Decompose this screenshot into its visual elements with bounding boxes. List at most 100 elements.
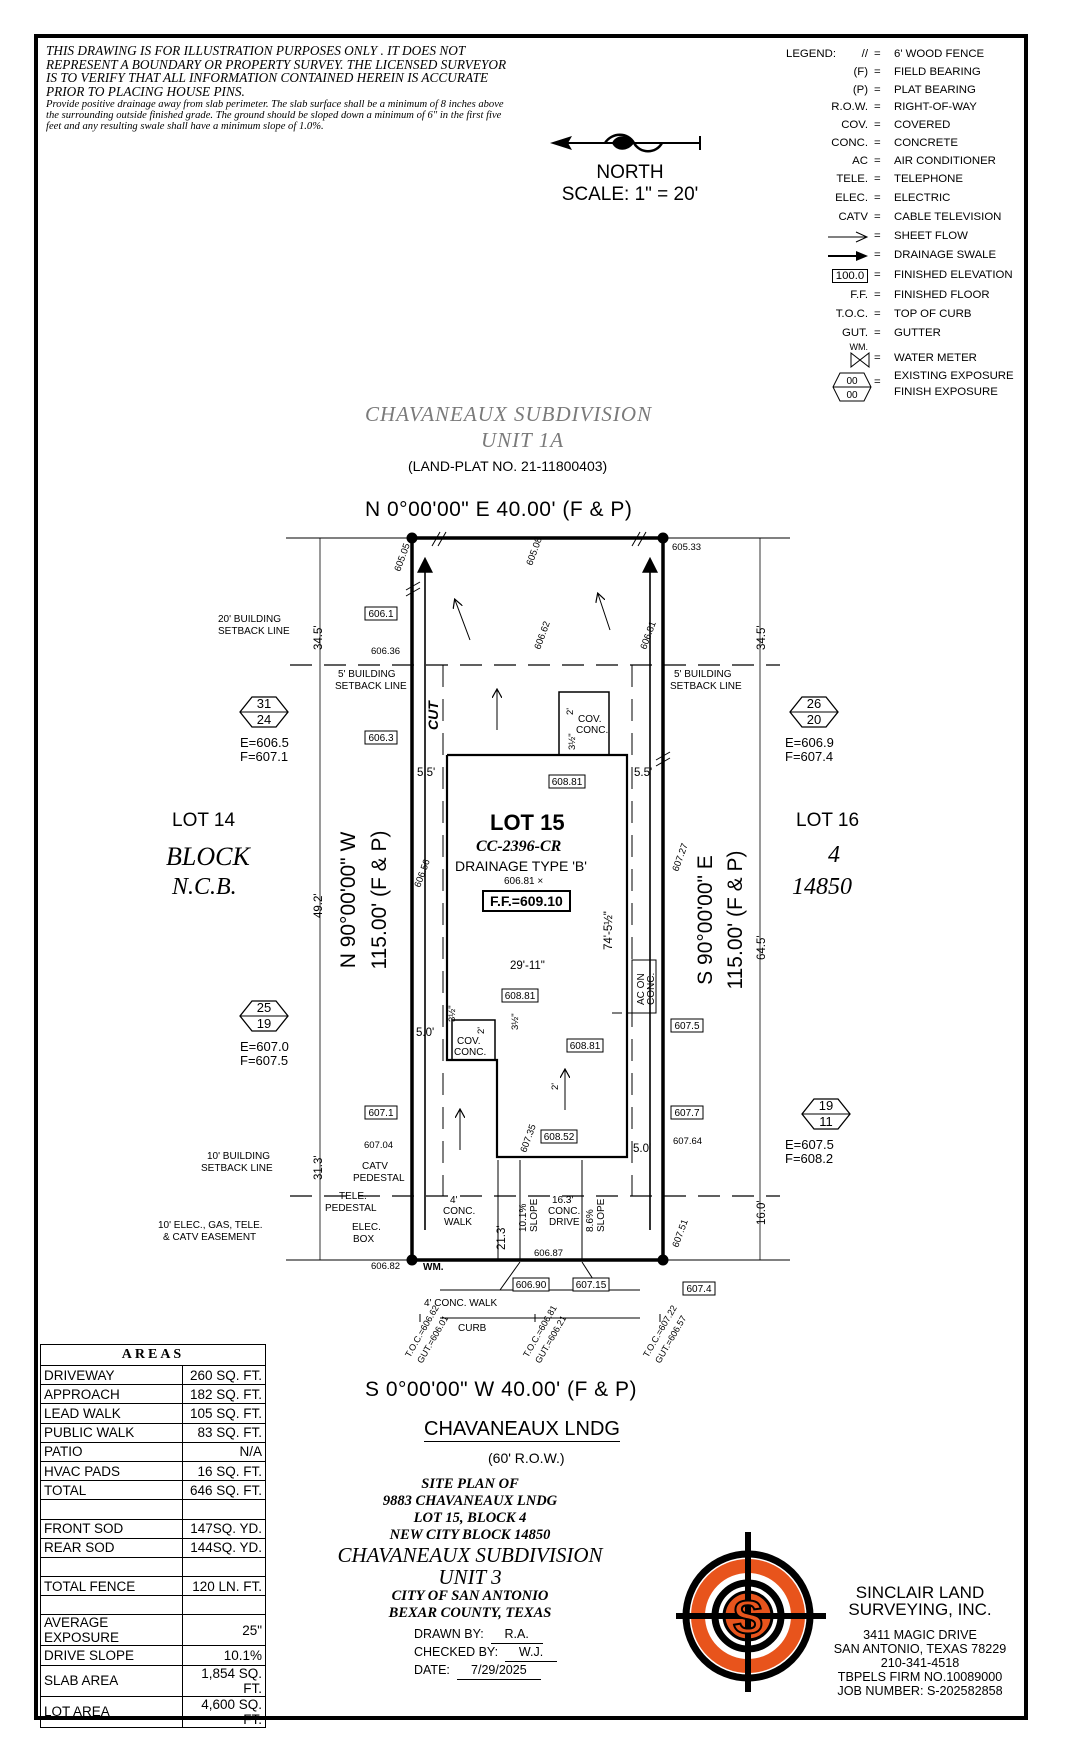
svg-text:F=608.2: F=608.2 [785, 1151, 833, 1166]
elevation-box: 606.1 [364, 606, 398, 621]
svg-text:00: 00 [846, 390, 858, 401]
ncb-number: 14850 [792, 874, 852, 900]
exposure-hexagon: 19 11 E=607.5 F=608.2 [785, 1098, 851, 1166]
legend-desc: FINISHED ELEVATION [894, 268, 1013, 281]
legend-symbol: F.F. [850, 288, 868, 301]
elevation: 607.64 [673, 1136, 702, 1147]
elevation-box: 608.81 [501, 988, 539, 1003]
title-line: BEXAR COUNTY, TEXAS [388, 1605, 552, 1621]
house-width-dim: 29'-11" [510, 960, 545, 972]
company-name: SINCLAIR LAND [855, 1583, 985, 1602]
areas-title: AREAS [40, 1344, 266, 1366]
svg-text:E=607.0: E=607.0 [240, 1039, 289, 1054]
title-line: CITY OF SAN ANTONIO [391, 1588, 549, 1604]
dimension: 49.2' [313, 893, 325, 918]
legend-title: LEGEND: [786, 48, 837, 60]
svg-text:E=606.9: E=606.9 [785, 735, 834, 750]
elevation: 607.35 [518, 1123, 538, 1154]
title-subdivision: CHAVANEAUX SUBDIVISION [337, 1543, 603, 1567]
svg-text:608.81: 608.81 [570, 1041, 601, 1052]
elevation: 605.33 [672, 542, 701, 553]
company-address: 3411 MAGIC DRIVE [863, 1628, 977, 1642]
company-name: SURVEYING, INC. [848, 1600, 992, 1619]
legend-symbol: AC [852, 154, 868, 167]
cov-conc-label: COV. [578, 714, 602, 725]
legend-symbol: ELEC. [835, 191, 868, 204]
street-row: (60' R.O.W.) [488, 1450, 565, 1466]
legend-symbol: (F) [853, 65, 868, 78]
drawing-border [34, 34, 1028, 1720]
offset-label: 2' [550, 1083, 561, 1090]
block-label: BLOCK [166, 842, 250, 871]
walk-label: WALK [444, 1217, 472, 1228]
side-setback-dim: 5.5' [634, 767, 652, 779]
setback-label: 5' BUILDING [338, 669, 396, 680]
legend: LEGEND: //=6' WOOD FENCE (F)=FIELD BEARI… [780, 48, 1020, 403]
disclaimer: THIS DRAWING IS FOR ILLUSTRATION PURPOSE… [46, 44, 516, 133]
svg-text:11: 11 [819, 1114, 833, 1129]
setback-label: 10' BUILDING [207, 1151, 270, 1162]
offset-label: 3½" [567, 733, 578, 750]
svg-text:606.1: 606.1 [368, 609, 393, 620]
easement-label: 10' ELEC., GAS, TELE. [158, 1220, 263, 1231]
legend-desc: RIGHT-OF-WAY [894, 101, 977, 114]
setback-label: SETBACK LINE [335, 681, 407, 692]
street-name: CHAVANEAUX LNDG [424, 1418, 620, 1442]
elevation: 606.56 [412, 858, 432, 889]
elevation: 606.82 [371, 1261, 400, 1272]
utility-label: PEDESTAL [353, 1173, 405, 1184]
company-address: SAN ANTONIO, TEXAS 78229 [833, 1642, 1007, 1656]
legend-symbol: GUT. [842, 326, 868, 339]
drawn-by: R.A. [490, 1626, 543, 1644]
elevation-box: 608.81 [566, 1038, 604, 1053]
north-arrow-block: NORTH SCALE: 1" = 20' [520, 130, 740, 206]
svg-text:E=607.5: E=607.5 [785, 1137, 834, 1152]
utility-label: PEDESTAL [325, 1203, 377, 1214]
walk-label: CONC. [443, 1206, 475, 1217]
elevation: 606.87 [534, 1248, 563, 1259]
lot16-label: LOT 16 [796, 810, 860, 831]
title-line: NEW CITY BLOCK 14850 [389, 1527, 551, 1543]
drive-label: 16.3' [552, 1195, 573, 1206]
elevation: 605.08 [524, 536, 544, 567]
legend-desc: AIR CONDITIONER [894, 154, 996, 167]
table-row [40, 1556, 266, 1578]
legend-desc: TELEPHONE [894, 172, 963, 185]
svg-text:F=607.1: F=607.1 [240, 749, 288, 764]
lot14-label: LOT 14 [172, 810, 236, 831]
finished-floor: F.F.=609.10 [482, 890, 571, 912]
setback-label: SETBACK LINE [201, 1163, 273, 1174]
disclaimer-main: THIS DRAWING IS FOR ILLUSTRATION PURPOSE… [46, 43, 507, 99]
elevation: 607.04 [364, 1140, 393, 1151]
water-meter-icon [850, 351, 870, 368]
elevation-box: 607.1 [364, 1105, 398, 1120]
elevation: 607.51 [670, 1218, 690, 1249]
job-number: JOB NUMBER: S-202582858 [837, 1684, 1003, 1698]
block-number: 4 [828, 842, 840, 868]
easement-label: & CATV EASEMENT [163, 1232, 256, 1243]
drainage-note: Provide positive drainage away from slab… [46, 99, 504, 132]
exposure-hexagon: 31 24 E=606.5 F=607.1 [239, 696, 289, 764]
legend-symbol: 100.0 [832, 268, 868, 283]
lot15-title: LOT 15 [490, 810, 565, 835]
svg-text:607.4: 607.4 [686, 1284, 711, 1295]
utility-label: CATV [362, 1161, 388, 1172]
elevation-box: 607.15 [572, 1277, 610, 1292]
dimension: 21.3' [496, 1225, 508, 1250]
legend-desc: 6' WOOD FENCE [894, 48, 985, 60]
legend-symbol: CATV [838, 210, 868, 223]
svg-text:607.15: 607.15 [576, 1280, 607, 1291]
curb-label: CURB [458, 1323, 487, 1334]
legend-symbol: COV. [841, 119, 868, 132]
elevation: 607.27 [670, 842, 690, 873]
legend-symbol: WM. [849, 341, 869, 352]
walk-label: 4' CONC. WALK [424, 1298, 498, 1309]
signoff-block: DRAWN BY: R.A. CHECKED BY: W.J. DATE: 7/… [414, 1626, 558, 1680]
legend-desc: TOP OF CURB [894, 307, 972, 320]
